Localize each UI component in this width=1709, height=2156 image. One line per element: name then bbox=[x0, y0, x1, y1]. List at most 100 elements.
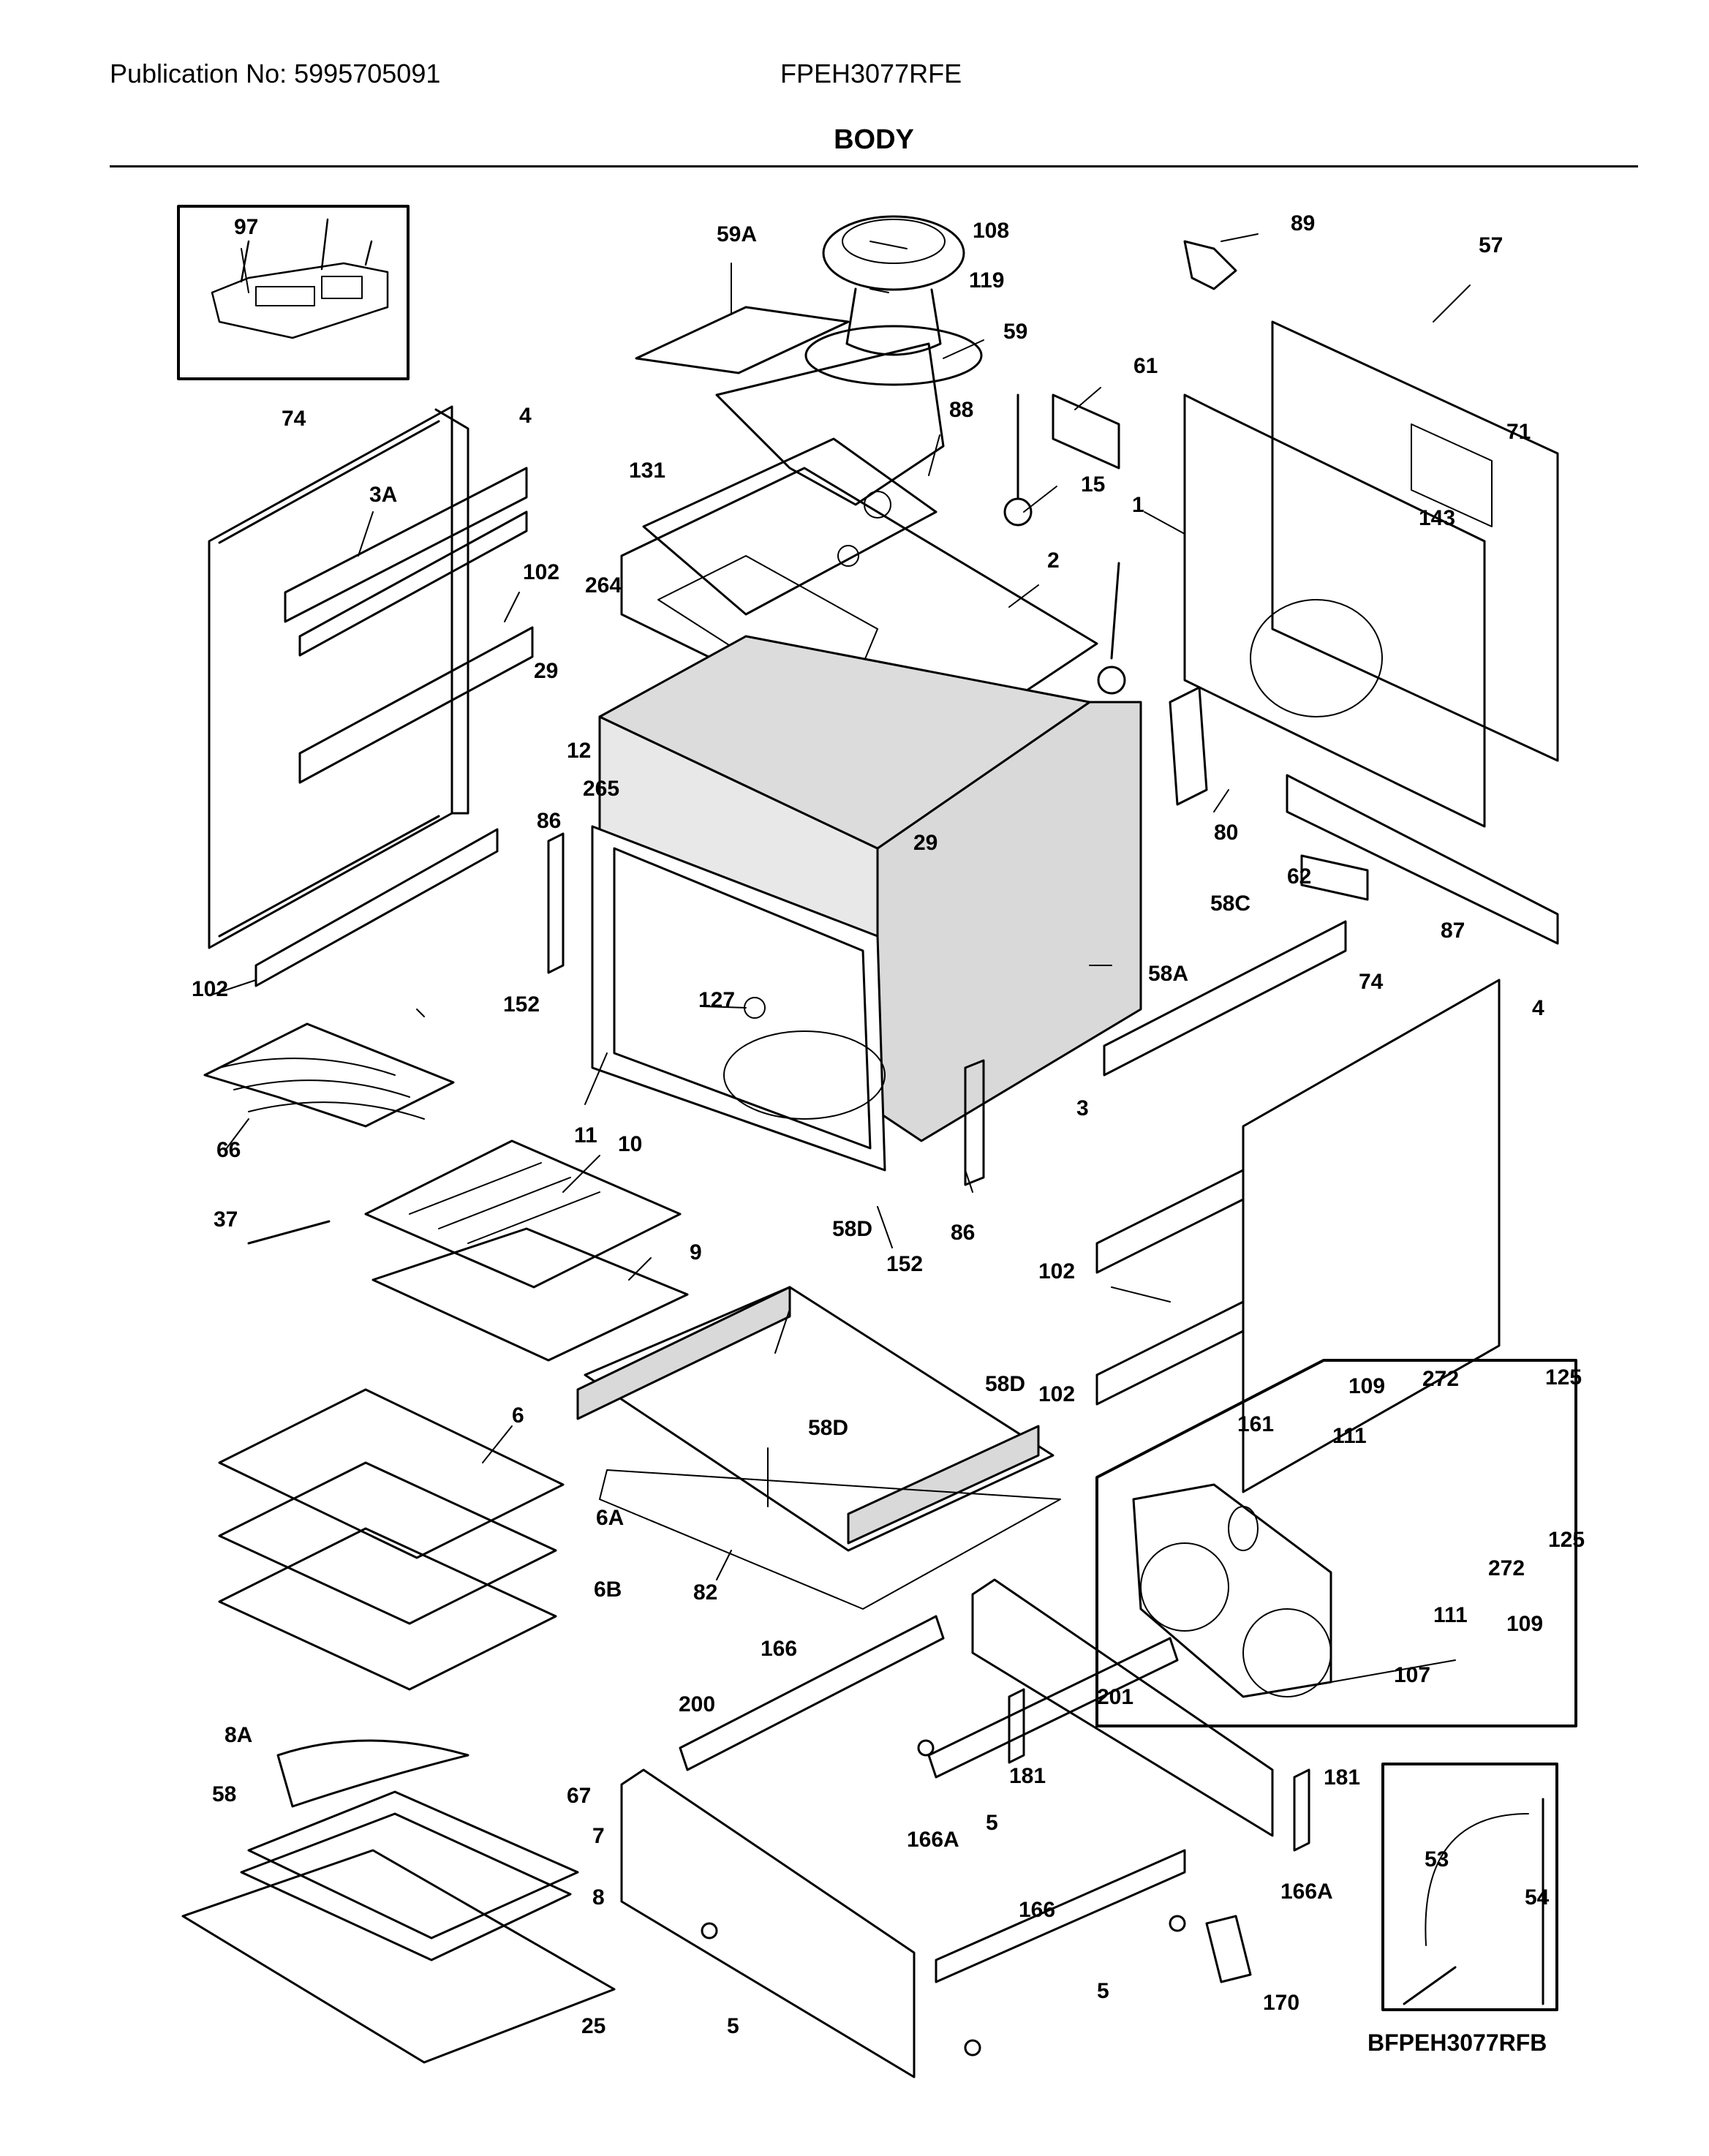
oven-cavity bbox=[591, 635, 1142, 1172]
right-side-panel bbox=[1095, 920, 1501, 1493]
callout-8a: 8A bbox=[225, 1723, 252, 1747]
callout-59a: 59A bbox=[717, 222, 757, 246]
convection-fan-top bbox=[635, 215, 983, 506]
callout-6a: 6A bbox=[596, 1506, 624, 1530]
front-frame bbox=[576, 1286, 1061, 1610]
model-number: FPEH3077RFE bbox=[780, 59, 962, 88]
callout-264: 264 bbox=[585, 573, 622, 598]
sensor-37 bbox=[247, 1220, 331, 1245]
callout-265: 265 bbox=[583, 777, 619, 801]
callout-15: 15 bbox=[1081, 472, 1105, 497]
callout-4: 4 bbox=[1532, 996, 1544, 1020]
callout-5: 5 bbox=[986, 1811, 998, 1835]
callout-74: 74 bbox=[1359, 970, 1384, 994]
callout-62: 62 bbox=[1287, 864, 1311, 889]
callout-152: 152 bbox=[503, 992, 540, 1017]
callout-201: 201 bbox=[1097, 1685, 1133, 1709]
callout-181: 181 bbox=[1009, 1764, 1046, 1788]
callout-61: 61 bbox=[1133, 354, 1158, 378]
section-title: BODY bbox=[834, 124, 914, 155]
rear-lower-rails bbox=[1169, 686, 1559, 945]
callout-11: 11 bbox=[574, 1123, 597, 1147]
callout-181: 181 bbox=[1324, 1765, 1360, 1790]
callout-88: 88 bbox=[949, 398, 973, 422]
callout-67: 67 bbox=[567, 1784, 591, 1808]
base-frames bbox=[620, 1578, 1310, 2078]
callout-29: 29 bbox=[913, 831, 938, 855]
callout-58a: 58A bbox=[1148, 962, 1188, 986]
callout-29: 29 bbox=[534, 659, 558, 683]
small-parts-top bbox=[1003, 240, 1237, 695]
callout-82: 82 bbox=[693, 1580, 717, 1605]
callout-166: 166 bbox=[761, 1637, 797, 1661]
hinges bbox=[547, 832, 985, 1186]
callout-71: 71 bbox=[1506, 420, 1531, 444]
rear-panels bbox=[1183, 320, 1559, 828]
callout-4: 4 bbox=[519, 404, 532, 428]
oven-racks bbox=[218, 1388, 565, 1691]
publication-number: Publication No: 5995705091 bbox=[110, 59, 441, 88]
callout-54: 54 bbox=[1525, 1885, 1550, 1910]
left-side-panel bbox=[208, 405, 469, 949]
callout-1: 1 bbox=[1132, 493, 1144, 517]
callout-58d: 58D bbox=[985, 1372, 1025, 1396]
callout-102: 102 bbox=[1038, 1259, 1075, 1284]
callout-80: 80 bbox=[1214, 821, 1238, 845]
callout-9: 9 bbox=[690, 1240, 702, 1264]
header-divider bbox=[110, 165, 1638, 167]
callout-87: 87 bbox=[1441, 919, 1465, 943]
callout-66: 66 bbox=[216, 1138, 241, 1162]
callout-102: 102 bbox=[192, 977, 228, 1001]
callout-5: 5 bbox=[1097, 1979, 1109, 2003]
callout-6b: 6B bbox=[594, 1578, 622, 1602]
callout-152: 152 bbox=[886, 1252, 923, 1276]
callout-37: 37 bbox=[214, 1207, 238, 1232]
broil-and-plates bbox=[181, 1739, 616, 2064]
callout-89: 89 bbox=[1291, 211, 1315, 235]
callout-57: 57 bbox=[1479, 233, 1503, 257]
callout-102: 102 bbox=[523, 560, 559, 584]
callout-74: 74 bbox=[282, 407, 306, 431]
diagram-code: BFPEH3077RFB bbox=[1367, 2029, 1547, 2056]
broil-pan bbox=[364, 1139, 689, 1362]
left-rails bbox=[254, 467, 534, 987]
callout-58: 58 bbox=[212, 1782, 236, 1806]
callout-58c: 58C bbox=[1210, 892, 1250, 916]
callout-125: 125 bbox=[1545, 1365, 1582, 1390]
callout-166a: 166A bbox=[907, 1828, 959, 1852]
callout-107: 107 bbox=[1394, 1663, 1430, 1687]
callout-25: 25 bbox=[581, 2014, 605, 2038]
callout-200: 200 bbox=[679, 1692, 715, 1716]
control-board-inset bbox=[177, 205, 410, 380]
callout-58d: 58D bbox=[808, 1416, 848, 1440]
callout-111: 111 bbox=[1332, 1424, 1367, 1448]
callout-125: 125 bbox=[1548, 1528, 1585, 1552]
callout-272: 272 bbox=[1488, 1556, 1525, 1580]
callout-53: 53 bbox=[1425, 1847, 1449, 1872]
callout-6: 6 bbox=[512, 1403, 524, 1428]
callout-170: 170 bbox=[1263, 1991, 1299, 2015]
callout-127: 127 bbox=[698, 988, 735, 1012]
callout-166: 166 bbox=[1019, 1898, 1055, 1922]
callout-86: 86 bbox=[537, 809, 561, 833]
fan-assembly-inset bbox=[1095, 1359, 1577, 1727]
bake-element bbox=[203, 1022, 455, 1128]
callout-58d: 58D bbox=[832, 1217, 872, 1241]
callout-131: 131 bbox=[629, 459, 665, 483]
callout-109: 109 bbox=[1348, 1374, 1385, 1398]
callout-109: 109 bbox=[1506, 1612, 1543, 1636]
callout-86: 86 bbox=[951, 1221, 975, 1245]
callout-3a: 3A bbox=[369, 483, 397, 507]
callout-7: 7 bbox=[592, 1824, 605, 1848]
callout-111: 111 bbox=[1433, 1603, 1468, 1627]
callout-3: 3 bbox=[1076, 1096, 1089, 1120]
callout-59: 59 bbox=[1003, 320, 1027, 344]
callout-119: 119 bbox=[969, 268, 1004, 293]
probe-inset bbox=[1381, 1763, 1558, 2011]
callout-5: 5 bbox=[727, 2014, 739, 2038]
callout-166a: 166A bbox=[1280, 1880, 1333, 1904]
leader-lines bbox=[211, 233, 1471, 1683]
callout-161: 161 bbox=[1237, 1412, 1274, 1436]
